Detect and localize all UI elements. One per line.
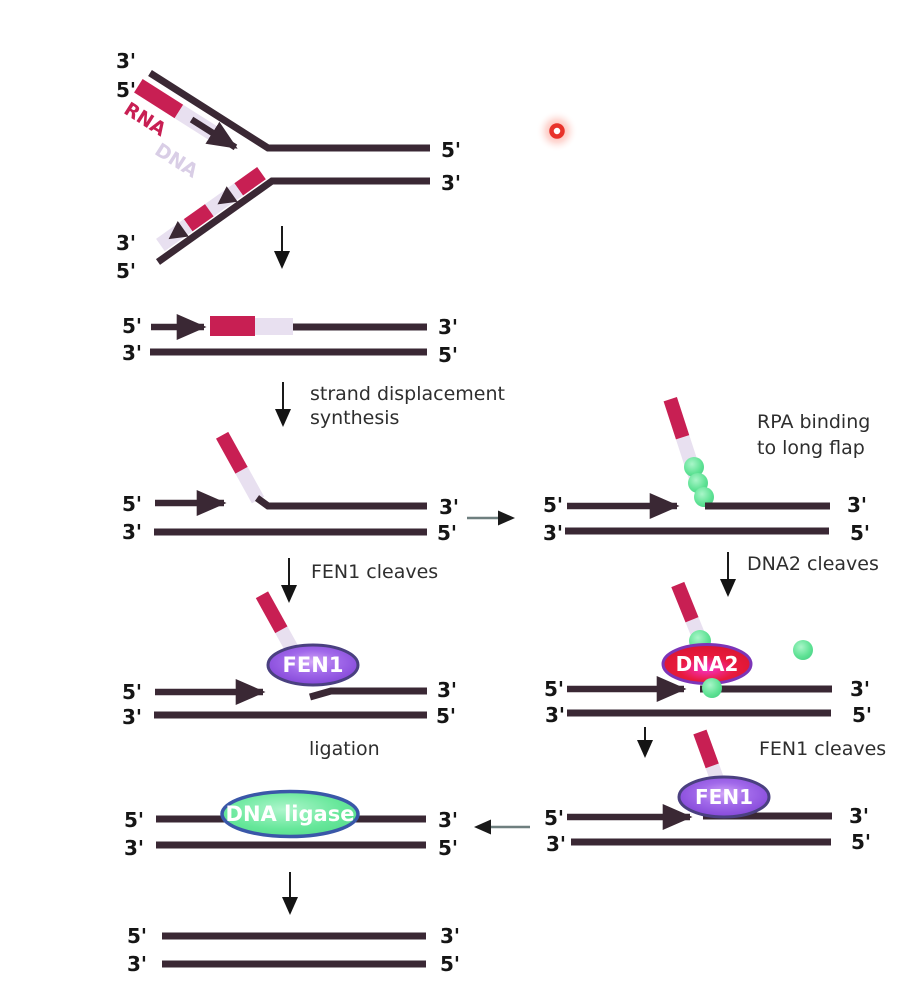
caption: FEN1 cleaves	[759, 738, 886, 760]
rna-primer-block	[210, 316, 255, 336]
red-pointer-dot	[536, 110, 578, 152]
synthesis-direction-arrow	[189, 116, 238, 151]
flap-dna-segment	[274, 624, 299, 653]
fen1-label: FEN1	[695, 785, 753, 809]
flap-rna-segment	[255, 591, 288, 634]
duplex-bl-label: 3'	[127, 952, 147, 976]
dna2-label: DNA2	[676, 652, 739, 676]
top-strand	[309, 687, 427, 701]
duplex-tl-label: 5'	[122, 680, 142, 704]
flap-rna-segment	[693, 729, 719, 769]
new-dna-block	[255, 318, 293, 335]
caption-line1: RPA binding	[757, 411, 870, 433]
okazaki-1-rna-block	[234, 167, 266, 196]
dna-ligase-label: DNA ligase	[226, 802, 355, 826]
duplex-bl-label: 3'	[122, 705, 142, 729]
step-fen1-cleaves-left: FEN1 cleaves	[281, 558, 438, 603]
panel-replication-fork: 3' 5' RNA DNA 5' 3' 3' 5'	[116, 49, 461, 283]
duplex-tl-label: 5'	[543, 493, 563, 517]
caption: FEN1 cleaves	[311, 561, 438, 583]
duplex-br-label: 5'	[438, 343, 458, 367]
duplex-tl-label: 5'	[122, 314, 142, 338]
rpa-bead-3	[694, 487, 714, 507]
displaced-flap	[216, 431, 265, 504]
duplex-tl-label: 5'	[127, 924, 147, 948]
rpa-bead-bottom	[702, 678, 722, 698]
duplex-bl-label: 3'	[546, 832, 566, 856]
fork-lagging-template-strand	[155, 177, 430, 265]
duplex-bl-label: 3'	[122, 520, 142, 544]
duplex-bl-label: 3'	[545, 703, 565, 727]
duplex-br-label: 5'	[437, 521, 457, 545]
okazaki-2-direction-arrowhead	[168, 220, 189, 240]
flap-rna-segment	[671, 581, 699, 623]
duplex-br-label: 5'	[436, 704, 456, 728]
fork-leading-template-strand	[148, 70, 430, 152]
duplex-bl-label: 3'	[543, 521, 563, 545]
duplex-tr-label: 3'	[849, 804, 869, 828]
duplex-tl-label: 5'	[122, 492, 142, 516]
panel-final-duplex: 5' 3' 3' 5'	[127, 924, 460, 976]
rna-primer-block	[134, 78, 184, 119]
fork-leading-5-label: 5'	[116, 78, 136, 102]
flap-rna-segment	[663, 397, 690, 440]
duplex-bl-label: 3'	[124, 836, 144, 860]
duplex-tr-label: 3'	[438, 315, 458, 339]
fork-parent-top-5-label: 5'	[441, 138, 461, 162]
rpa-bead-1	[684, 457, 704, 477]
duplex-br-label: 5'	[852, 703, 872, 727]
duplex-bl-label: 3'	[122, 341, 142, 365]
duplex-br-label: 5'	[851, 830, 871, 854]
okazaki-2-rna-block	[183, 204, 214, 232]
flap-rna-segment	[216, 431, 248, 474]
caption-line1: strand displacement	[310, 383, 505, 405]
dna-ligase-ellipse	[220, 789, 360, 839]
rpa-bead-released	[793, 640, 813, 660]
duplex-br-label: 5'	[850, 521, 870, 545]
step-dna2-cleaves: DNA2 cleaves	[720, 552, 879, 597]
panel-fen1-left: 5' FEN1 3' 3' 5'	[122, 591, 457, 729]
panel-primer-duplex: 5' 3' 3' 5'	[122, 314, 458, 367]
fork-leading-3-label: 3'	[116, 49, 136, 73]
duplex-tr-label: 3'	[850, 677, 870, 701]
duplex-tl-label: 5'	[124, 808, 144, 832]
duplex-tr-label: 3'	[439, 495, 459, 519]
fork-parent-bottom-3-label: 3'	[441, 171, 461, 195]
fork-lagging-5-label: 5'	[116, 259, 136, 283]
step-strand-displacement: strand displacement synthesis	[275, 382, 505, 429]
duplex-tr-label: 3'	[437, 678, 457, 702]
panel-rpa: RPA binding to long flap 5' 3' 3' 5'	[543, 397, 870, 545]
dna-label: DNA	[151, 139, 202, 183]
panel-flap-left: 5' 3' 3' 5'	[122, 431, 515, 545]
fen1-label: FEN1	[283, 653, 344, 677]
caption-line2: to long flap	[757, 437, 865, 459]
caption-line2: synthesis	[310, 407, 399, 429]
okazaki-fragments	[156, 167, 266, 252]
duplex-tr-label: 3'	[440, 924, 460, 948]
duplex-br-label: 5'	[438, 836, 458, 860]
panel-fen1-right: 5' FEN1 3' 3' 5'	[544, 729, 871, 856]
okazaki-1-direction-arrowhead	[217, 186, 238, 205]
duplex-tr-label: 3'	[847, 493, 867, 517]
top-strand	[254, 495, 427, 510]
short-flap	[693, 729, 724, 782]
duplex-tr-label: 3'	[438, 808, 458, 832]
duplex-br-label: 5'	[440, 952, 460, 976]
pointer-ring	[549, 123, 565, 139]
short-flap	[255, 591, 299, 653]
panel-dna2: 5' DNA2 3' 3' 5'	[544, 581, 872, 727]
caption: DNA2 cleaves	[747, 553, 879, 575]
fen1-ellipse	[677, 775, 771, 819]
caption-ligation: ligation	[309, 738, 380, 760]
duplex-tl-label: 5'	[544, 806, 564, 830]
panel-ligase: 5' 3' 3' 5' DNA ligase	[124, 789, 530, 915]
flap-dna-segment	[234, 465, 265, 504]
step-fen1-cleaves-right: FEN1 cleaves	[637, 727, 886, 760]
duplex-tl-label: 5'	[544, 677, 564, 701]
fork-lagging-3-label: 3'	[116, 231, 136, 255]
fen1-ellipse	[266, 643, 360, 687]
